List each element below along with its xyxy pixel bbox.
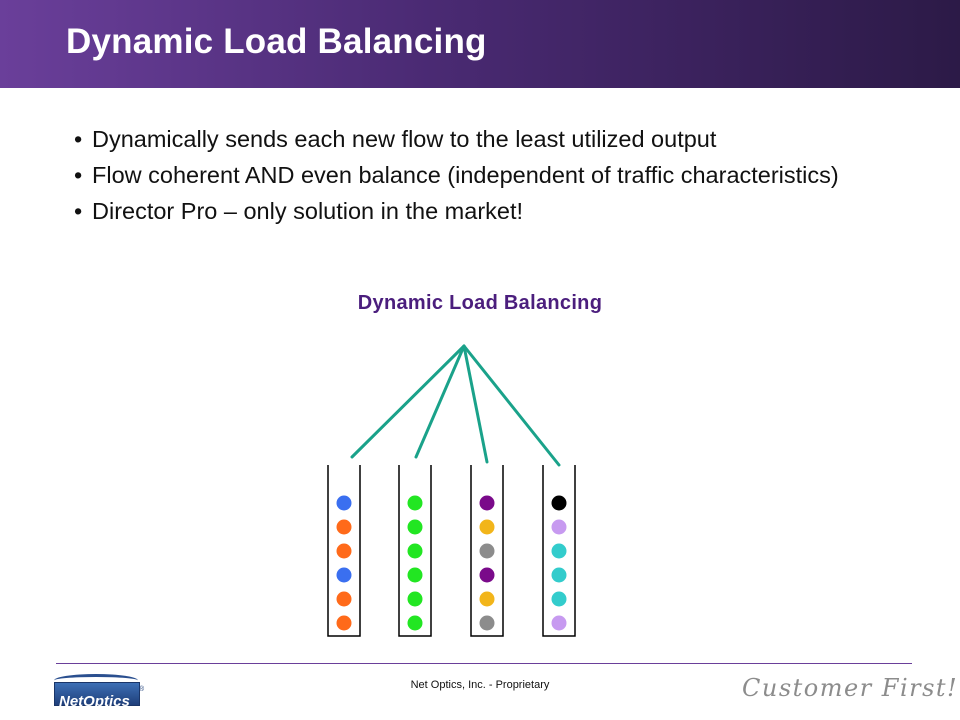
packet-dot (407, 495, 423, 511)
queue-tube (327, 465, 361, 637)
connector-line (350, 344, 466, 459)
packet-dot (336, 591, 352, 607)
connector-line (462, 344, 489, 464)
packet-dot (551, 591, 567, 607)
footer-divider (56, 663, 912, 664)
bullet-item: Dynamically sends each new flow to the l… (74, 126, 874, 153)
packet-dot (407, 543, 423, 559)
connector-line (414, 344, 466, 459)
bullet-item: Director Pro – only solution in the mark… (74, 198, 874, 225)
packet-dot (479, 543, 495, 559)
packet-dot (479, 567, 495, 583)
queue-3 (470, 465, 504, 637)
logo-swoosh-icon (54, 674, 138, 687)
packet-dot (336, 567, 352, 583)
queue-4 (542, 465, 576, 637)
queue-tube (470, 465, 504, 637)
packet-dot (336, 495, 352, 511)
packet-dot (479, 495, 495, 511)
slide-title: Dynamic Load Balancing (66, 22, 487, 61)
queue-tube (542, 465, 576, 637)
footer-proprietary: Net Optics, Inc. - Proprietary (410, 679, 550, 691)
packet-dot (336, 615, 352, 631)
queue-1 (327, 465, 361, 637)
netoptics-logo: NetOptics ® (54, 674, 145, 710)
packet-dot (479, 519, 495, 535)
packet-dot (551, 615, 567, 631)
connector-line (462, 344, 561, 467)
packet-dot (551, 495, 567, 511)
queue-tube (398, 465, 432, 637)
tagline: Customer First! (742, 674, 959, 702)
packet-dot (407, 615, 423, 631)
packet-dot (551, 567, 567, 583)
logo-badge: NetOptics (54, 682, 140, 710)
title-bar: Dynamic Load Balancing (0, 0, 960, 88)
bullet-list: Dynamically sends each new flow to the l… (74, 126, 874, 234)
packet-dot (407, 519, 423, 535)
packet-dot (336, 543, 352, 559)
registered-mark: ® (139, 686, 145, 693)
diagram-title: Dynamic Load Balancing (357, 292, 603, 314)
packet-dot (551, 543, 567, 559)
packet-dot (336, 519, 352, 535)
packet-dot (479, 615, 495, 631)
packet-dot (479, 591, 495, 607)
queue-2 (398, 465, 432, 637)
packet-dot (551, 519, 567, 535)
packet-dot (407, 567, 423, 583)
bullet-item: Flow coherent AND even balance (independ… (74, 162, 874, 189)
logo-text: NetOptics (59, 693, 130, 710)
packet-dot (407, 591, 423, 607)
